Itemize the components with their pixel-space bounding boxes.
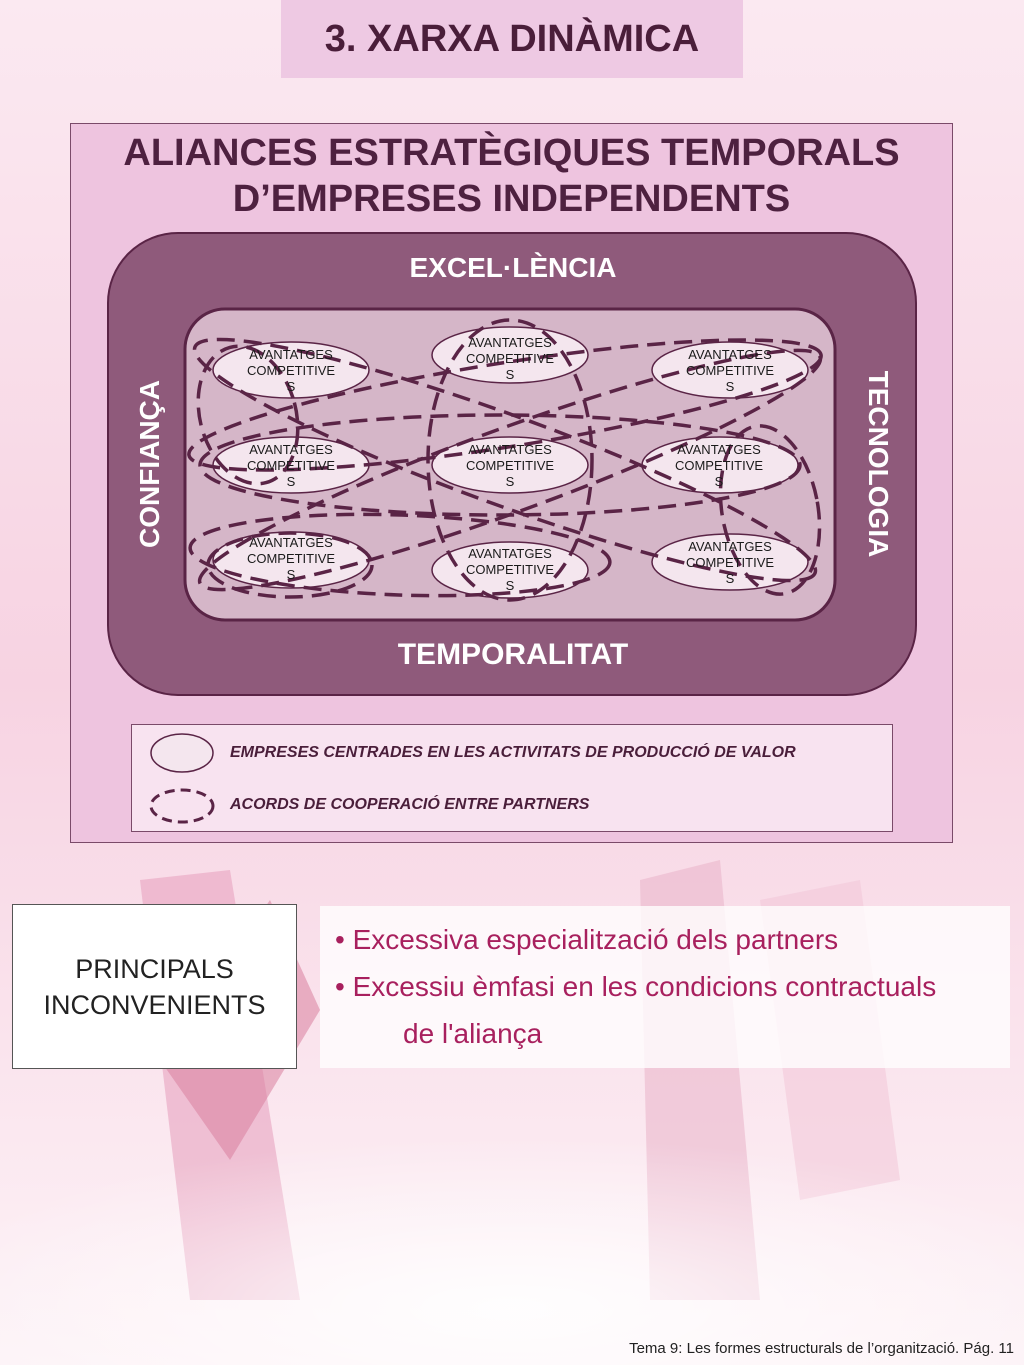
node-label-line: AVANTATGES: [249, 347, 333, 362]
node-label: AVANTATGES COMPETITIVE S: [435, 335, 585, 383]
node-label-line: COMPETITIVE: [685, 363, 775, 378]
node-label: AVANTATGES COMPETITIVE S: [435, 546, 585, 594]
node-label-line: AVANTATGES: [688, 539, 772, 554]
legend-icons: [149, 733, 215, 824]
frame-label-right: TECNOLOGIA: [863, 370, 894, 558]
node-label-line: S: [286, 379, 296, 394]
bullet-continuation: de l'aliança: [403, 1018, 543, 1049]
frame-label-bottom: TEMPORALITAT: [397, 638, 629, 671]
legend-solid-icon: [150, 733, 214, 773]
node-label: AVANTATGES COMPETITIVE S: [435, 442, 585, 490]
frame-label-top: EXCEL·LÈNCIA: [409, 252, 617, 283]
title-banner: 3. XARXA DINÀMICA: [281, 0, 743, 78]
legend-solid-label: EMPRESES CENTRADES EN LES ACTIVITATS DE …: [230, 744, 796, 761]
node-label-line: COMPETITIVE: [674, 458, 764, 473]
inconvenients-label-line1: PRINCIPALS: [75, 953, 234, 984]
node-label-line: S: [505, 367, 515, 382]
agreement-ellipse: [192, 337, 818, 583]
node-label-line: AVANTATGES: [249, 535, 333, 550]
agreement-ellipse: [206, 531, 374, 599]
node-label-line: COMPETITIVE: [465, 351, 555, 366]
node-label: AVANTATGES COMPETITIVE S: [216, 347, 366, 395]
inconvenients-label-box: PRINCIPALS INCONVENIENTS: [12, 904, 297, 1069]
node-label-line: S: [505, 474, 515, 489]
node-label-line: AVANTATGES: [468, 546, 552, 561]
diagram-title: ALIANCES ESTRATÈGIQUES TEMPORALS D’EMPRE…: [70, 130, 953, 222]
node-label: AVANTATGES COMPETITIVE S: [655, 347, 805, 395]
node-label-line: S: [505, 578, 515, 593]
node-label-line: COMPETITIVE: [685, 555, 775, 570]
node-label: AVANTATGES COMPETITIVE S: [216, 442, 366, 490]
frame-label-left: CONFIANÇA: [134, 380, 165, 548]
bullet-item: • Excessiva especialització dels partner…: [335, 924, 838, 956]
company-ellipse: [212, 341, 370, 399]
agreement-ellipse: [196, 344, 300, 486]
node-label-line: AVANTATGES: [249, 442, 333, 457]
node-label-line: S: [714, 474, 724, 489]
legend-dashed-icon: [149, 788, 215, 824]
company-ellipse: [651, 341, 809, 399]
node-label: AVANTATGES COMPETITIVE S: [655, 539, 805, 587]
node-label-line: AVANTATGES: [677, 442, 761, 457]
diagram-title-line1: ALIANCES ESTRATÈGIQUES TEMPORALS: [123, 132, 900, 174]
legend-dashed-label: ACORDS DE COOPERACIÓ ENTRE PARTNERS: [230, 796, 590, 813]
bullet-text: Excessiu èmfasi en les condicions contra…: [352, 971, 937, 1002]
node-label-line: AVANTATGES: [688, 347, 772, 362]
bullet-item: • Excessiu èmfasi en les condicions cont…: [335, 971, 936, 1003]
node-label-line: COMPETITIVE: [246, 551, 336, 566]
node-label-line: AVANTATGES: [468, 335, 552, 350]
agreement-ellipse: [718, 424, 822, 596]
node-label-line: S: [725, 571, 735, 586]
inconvenients-label-line2: INCONVENIENTS: [43, 989, 266, 1020]
node-label: AVANTATGES COMPETITIVE S: [644, 442, 794, 490]
company-ellipse: [651, 533, 809, 591]
agreement-ellipse: [188, 512, 612, 598]
diagram-title-line2: D’EMPRESES INDEPENDENTS: [232, 178, 791, 220]
legend-box: [131, 724, 893, 832]
company-ellipse: [431, 436, 589, 494]
bullet-text: Excessiva especialització dels partners: [352, 924, 839, 955]
node-label: AVANTATGES COMPETITIVE S: [216, 535, 366, 583]
node-label-line: S: [286, 567, 296, 582]
footer-text: Tema 9: Les formes estructurals de l’org…: [629, 1340, 1014, 1357]
bullet-dot-icon: •: [335, 971, 353, 1002]
node-label-line: COMPETITIVE: [246, 458, 336, 473]
node-label-line: COMPETITIVE: [465, 562, 555, 577]
node-label-line: AVANTATGES: [468, 442, 552, 457]
agreement-ellipse: [187, 338, 823, 472]
node-label-line: S: [286, 474, 296, 489]
agreement-ellipse: [198, 413, 802, 517]
node-label-line: COMPETITIVE: [246, 363, 336, 378]
inconvenients-list: [320, 906, 1010, 1068]
page-title: 3. XARXA DINÀMICA: [324, 17, 700, 60]
agreement-ellipse: [426, 318, 594, 602]
node-label-line: COMPETITIVE: [465, 458, 555, 473]
agreement-ellipse: [197, 348, 823, 592]
node-label-line: S: [725, 379, 735, 394]
bullet-dot-icon: •: [335, 924, 353, 955]
